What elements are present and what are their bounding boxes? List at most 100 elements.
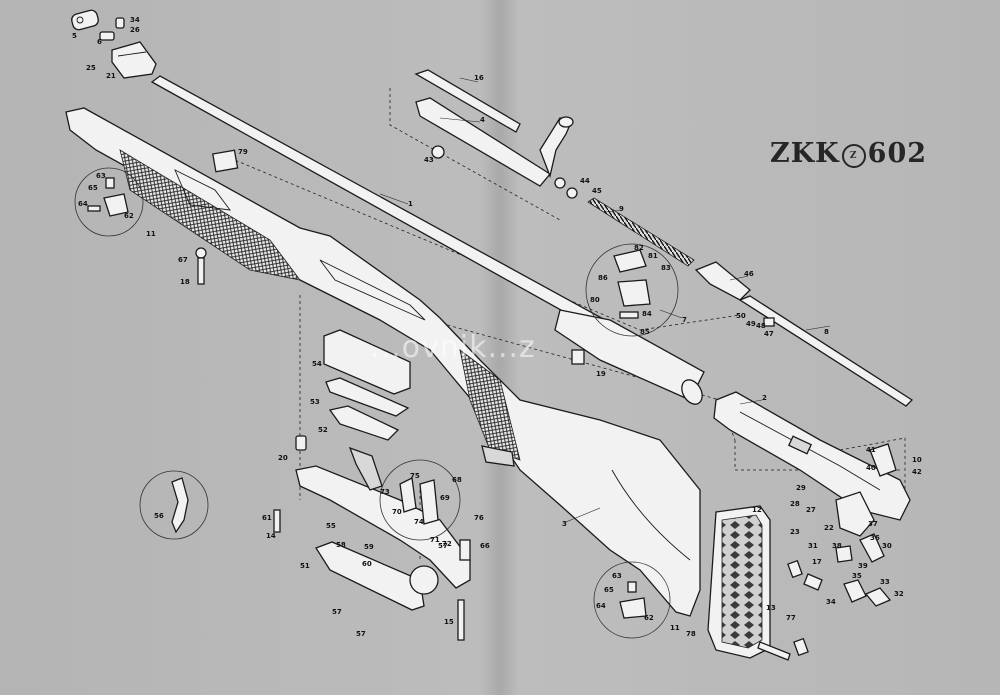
callout-c82: 82 (634, 244, 644, 252)
callout-c52: 52 (318, 426, 328, 434)
zbrojovka-logo-icon: Z (841, 144, 866, 168)
recoil-pad (707, 505, 771, 659)
callout-c64b: 64 (596, 602, 606, 610)
callout-c58: 58 (336, 541, 346, 549)
callout-c59: 59 (364, 543, 374, 551)
callout-c5: 5 (72, 32, 77, 40)
barrel (150, 75, 705, 405)
callout-c62b: 62 (644, 614, 654, 622)
callout-c44: 44 (580, 177, 590, 185)
callout-c65a: 65 (88, 184, 98, 192)
callout-c43: 43 (424, 156, 434, 164)
callout-c76: 76 (474, 514, 484, 522)
callout-c38: 38 (832, 542, 842, 550)
detail-11-parts (87, 177, 129, 217)
callout-c11a: 11 (146, 230, 156, 238)
callout-c2: 2 (762, 394, 767, 402)
callout-c49: 49 (746, 320, 756, 328)
callout-c48: 48 (756, 322, 766, 330)
callout-c61: 61 (262, 514, 272, 522)
callout-c63a: 63 (96, 172, 106, 180)
callout-c23: 23 (790, 528, 800, 536)
front-sight-group (71, 9, 157, 79)
callout-c72: 72 (442, 540, 452, 548)
detail-circles (74, 167, 679, 639)
callout-c60: 60 (362, 560, 372, 568)
callout-c21: 21 (106, 72, 116, 80)
callout-c66: 66 (480, 542, 490, 550)
callout-c55: 55 (326, 522, 336, 530)
callout-c7: 7 (682, 316, 687, 324)
watermark: ...ovnik...z (370, 330, 536, 365)
callout-c54: 54 (312, 360, 322, 368)
callout-c51: 51 (300, 562, 310, 570)
callout-c28: 28 (790, 500, 800, 508)
callout-c63b: 63 (612, 572, 622, 580)
callout-c14: 14 (266, 532, 276, 540)
trigger-guard (295, 446, 471, 611)
callout-c71: 71 (430, 536, 440, 544)
callout-c45: 45 (592, 187, 602, 195)
callout-c4: 4 (480, 116, 485, 124)
callout-c10: 10 (912, 456, 922, 464)
callout-c32: 32 (894, 590, 904, 598)
bolt-group (414, 69, 574, 187)
callout-c69: 69 (440, 494, 450, 502)
detail-7-parts (613, 249, 651, 319)
detail-11b-parts (619, 581, 647, 619)
callout-c57c: 57 (356, 630, 366, 638)
callout-c65b: 65 (604, 586, 614, 594)
callout-c62a: 62 (124, 212, 134, 220)
callout-c83: 83 (661, 264, 671, 272)
callout-c80: 80 (590, 296, 600, 304)
callout-c8: 8 (824, 328, 829, 336)
callout-c40: 40 (866, 464, 876, 472)
brand-left: ZKK (770, 138, 840, 169)
callout-c75: 75 (410, 472, 420, 480)
callout-c36: 36 (870, 534, 880, 542)
callout-c84: 84 (642, 310, 652, 318)
callout-c77: 77 (786, 614, 796, 622)
callout-c57b: 57 (332, 608, 342, 616)
callout-c11b: 11 (670, 624, 680, 632)
trigger-mechanism-parts (757, 443, 897, 661)
callout-c41: 41 (866, 446, 876, 454)
callout-c29: 29 (796, 484, 806, 492)
callout-c37: 37 (868, 520, 878, 528)
callout-c12: 12 (752, 506, 762, 514)
callout-c22: 22 (824, 524, 834, 532)
leader-lines (379, 77, 831, 523)
callout-c34: 34 (130, 16, 140, 24)
callout-c3: 3 (562, 520, 567, 528)
callout-c1: 1 (408, 200, 413, 208)
callout-c67: 67 (178, 256, 188, 264)
callout-c27: 27 (806, 506, 816, 514)
callout-c86: 86 (598, 274, 608, 282)
brand-right: 602 (867, 138, 928, 169)
callout-c70: 70 (392, 508, 402, 516)
callout-c53: 53 (310, 398, 320, 406)
detail-68-parts (399, 477, 439, 525)
callout-c68: 68 (452, 476, 462, 484)
callout-c31: 31 (808, 542, 818, 550)
callout-c57a: 57 (438, 542, 448, 550)
trigger-detail (171, 477, 189, 534)
receiver (713, 391, 911, 521)
small-parts (195, 149, 471, 641)
magazine-parts (323, 329, 411, 441)
callout-c46: 46 (744, 270, 754, 278)
callout-c9: 9 (619, 205, 624, 213)
callout-c85: 85 (640, 328, 650, 336)
callout-c34b: 34 (826, 598, 836, 606)
callout-c73: 73 (380, 488, 390, 496)
callout-c35: 35 (852, 572, 862, 580)
firing-pin-assembly (554, 177, 914, 407)
callout-c74: 74 (414, 518, 424, 526)
callout-c26: 26 (130, 26, 140, 34)
callout-c25: 25 (86, 64, 96, 72)
callout-c15: 15 (444, 618, 454, 626)
